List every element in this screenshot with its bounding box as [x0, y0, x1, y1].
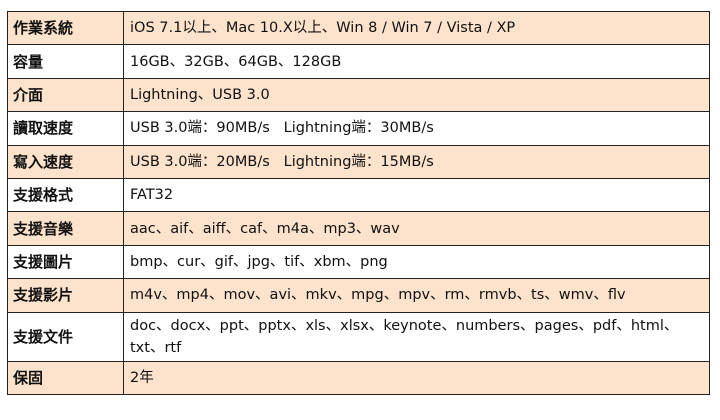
spec-row-music: 支援音樂 aac、aif、aiff、caf、m4a、mp3、wav [7, 211, 710, 246]
spec-row-video: 支援影片 m4v、mp4、mov、avi、mkv、mpg、mpv、rm、rmvb… [7, 278, 710, 313]
spec-value: FAT32 [123, 177, 710, 213]
spec-label: 支援圖片 [7, 244, 124, 280]
spec-label: 支援文件 [7, 311, 124, 362]
spec-row-os: 作業系統 iOS 7.1以上、Mac 10.X以上、Win 8 / Win 7 … [7, 10, 710, 46]
spec-row-documents: 支援文件 doc、docx、ppt、pptx、xls、xlsx、keynote、… [7, 311, 710, 362]
spec-row-write-speed: 寫入速度 USB 3.0端：20MB/s Lightning端：15MB/s [7, 144, 710, 179]
spec-row-warranty: 保固 2年 [7, 360, 710, 395]
spec-label: 寫入速度 [7, 144, 124, 179]
spec-label: 容量 [7, 44, 124, 79]
spec-table: 作業系統 iOS 7.1以上、Mac 10.X以上、Win 8 / Win 7 … [7, 10, 710, 395]
spec-row-read-speed: 讀取速度 USB 3.0端：90MB/s Lightning端：30MB/s [7, 111, 710, 146]
spec-value: m4v、mp4、mov、avi、mkv、mpg、mpv、rm、rmvb、ts、w… [123, 278, 710, 313]
spec-label: 支援音樂 [7, 211, 124, 246]
spec-label: 介面 [7, 77, 124, 113]
spec-value: USB 3.0端：20MB/s Lightning端：15MB/s [123, 144, 710, 179]
spec-row-format: 支援格式 FAT32 [7, 177, 710, 213]
spec-label: 作業系統 [7, 10, 124, 46]
spec-value: Lightning、USB 3.0 [123, 77, 710, 113]
spec-value: iOS 7.1以上、Mac 10.X以上、Win 8 / Win 7 / Vis… [123, 10, 710, 46]
spec-label: 保固 [7, 360, 124, 395]
spec-value: 2年 [123, 360, 710, 395]
spec-row-interface: 介面 Lightning、USB 3.0 [7, 77, 710, 113]
spec-value: bmp、cur、gif、jpg、tif、xbm、png [123, 244, 710, 280]
spec-label: 支援格式 [7, 177, 124, 213]
spec-row-capacity: 容量 16GB、32GB、64GB、128GB [7, 44, 710, 79]
spec-label: 支援影片 [7, 278, 124, 313]
spec-label: 讀取速度 [7, 111, 124, 146]
spec-value: USB 3.0端：90MB/s Lightning端：30MB/s [123, 111, 710, 146]
spec-value: aac、aif、aiff、caf、m4a、mp3、wav [123, 211, 710, 246]
spec-value: doc、docx、ppt、pptx、xls、xlsx、keynote、numbe… [123, 311, 710, 362]
spec-value: 16GB、32GB、64GB、128GB [123, 44, 710, 79]
spec-row-images: 支援圖片 bmp、cur、gif、jpg、tif、xbm、png [7, 244, 710, 280]
